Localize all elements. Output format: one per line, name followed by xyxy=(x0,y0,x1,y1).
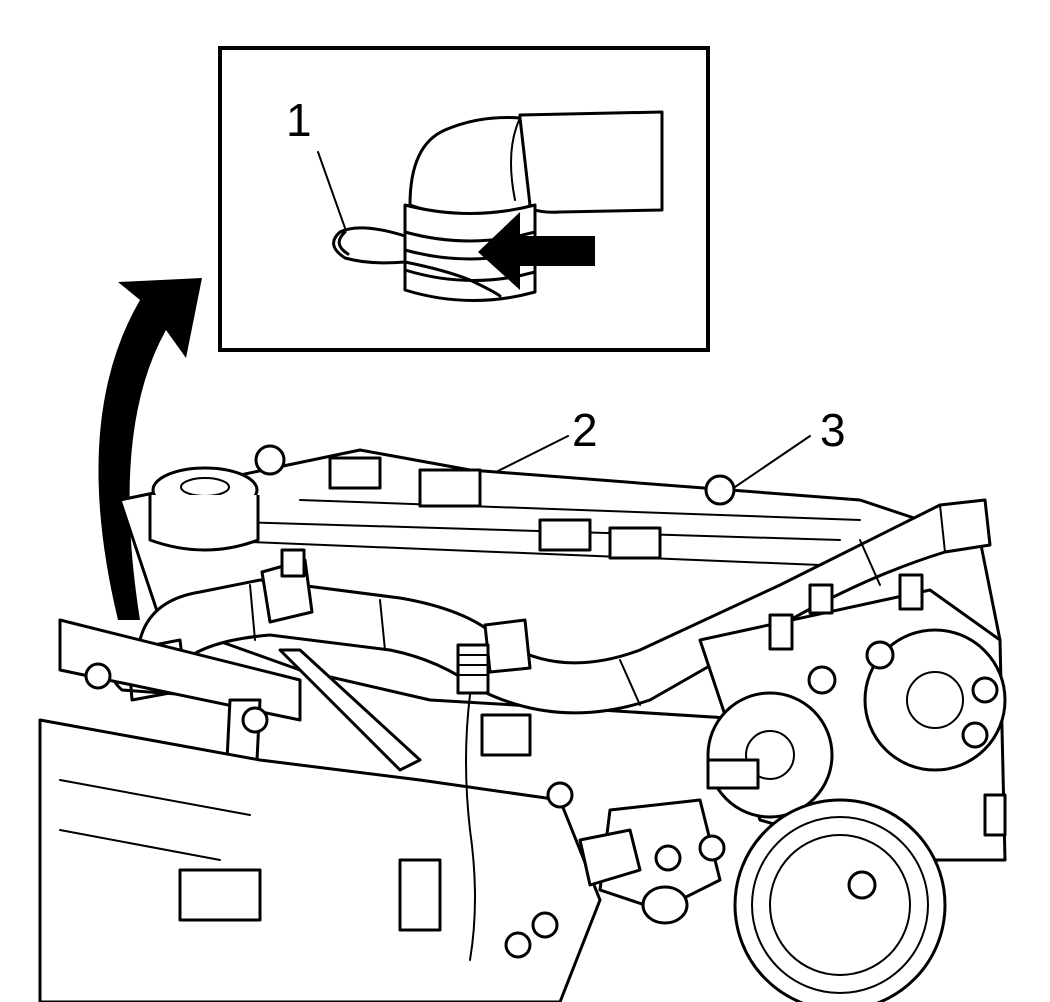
sensor-wire xyxy=(465,694,476,961)
hose-clip-3 xyxy=(483,618,532,674)
push-arrow-icon xyxy=(478,212,595,290)
inset-hose xyxy=(518,110,664,214)
cam-gear-1 xyxy=(706,691,834,819)
callout-2: 2 xyxy=(572,404,598,456)
engine-illustration xyxy=(38,444,1007,1002)
detail-inset: 1 xyxy=(218,46,710,352)
fuel-rail xyxy=(58,618,302,722)
curved-arrow-icon xyxy=(98,278,202,620)
callout-1: 1 xyxy=(286,94,312,146)
leader-line-1 xyxy=(317,151,346,229)
callout-3: 3 xyxy=(820,404,846,456)
retaining-clip xyxy=(332,226,502,298)
engine-block xyxy=(38,718,602,1002)
crank-pulley xyxy=(733,798,947,1002)
